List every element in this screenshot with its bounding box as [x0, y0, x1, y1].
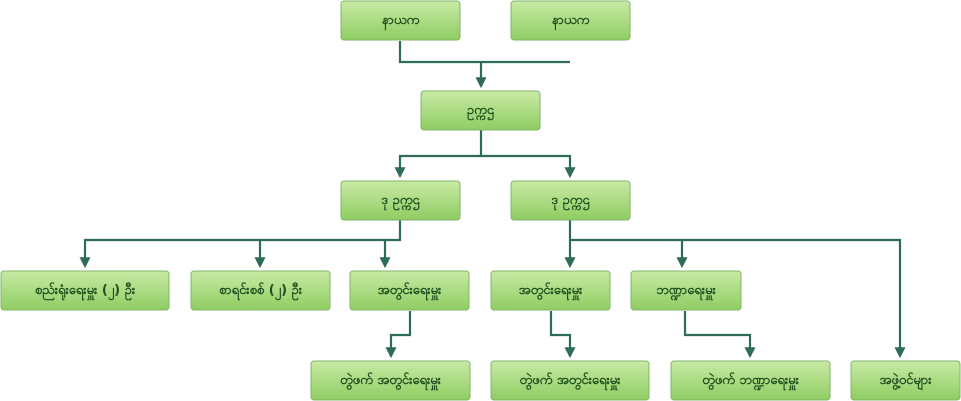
node-patron-1: နာယက — [340, 0, 461, 41]
node-label: ဒု ဥက္ကဌ — [551, 193, 590, 211]
connector-vice-right-bus — [568, 220, 906, 359]
node-label: အဖွဲ့ဝင်များ — [880, 371, 933, 391]
node-joint-treasurer: တွဲဖက် ဘဏ္ဍာရေးမှူး — [670, 360, 831, 401]
node-organizers: စည်းရုံးရေးမှူး (၂) ဦး — [0, 270, 170, 311]
node-label: တွဲဖက် အတွင်းရေးမှူး — [520, 371, 622, 391]
node-label: တွဲဖက် အတွင်းရေးမှူး — [340, 371, 442, 391]
node-label: တွဲဖက် ဘဏ္ဍာရေးမှူး — [702, 371, 800, 391]
connector-treasurer-to-joint — [683, 311, 756, 359]
connectors — [79, 41, 906, 359]
node-secretary-2: အတွင်းရေးမှူး — [490, 270, 611, 311]
node-label: အတွင်းရေးမှူး — [519, 281, 583, 301]
node-label: ဘဏ္ဍာရေးမှူး — [656, 283, 716, 301]
connector-chairman-to-vice-right — [481, 154, 576, 179]
node-label: စည်းရုံးရေးမှူး (၂) ဦး — [35, 281, 136, 301]
node-vice-chairman-2: ဒု ဥက္ကဌ — [510, 180, 631, 221]
node-label: နာယက — [552, 13, 590, 31]
node-vice-chairman-1: ဒု ဥက္ကဌ — [340, 180, 461, 221]
connector-patrons-to-chairman — [398, 41, 570, 64]
node-joint-secretary-1: တွဲဖက် အတွင်းရေးမှူး — [310, 360, 471, 401]
node-joint-secretary-2: တွဲဖက် အတွင်းရေးမှူး — [490, 360, 650, 401]
connector-vice-left-bus — [79, 220, 402, 269]
node-patron-2: နာယက — [510, 0, 631, 41]
node-label: နာယက — [382, 13, 420, 31]
node-auditors: စာရင်းစစ် (၂) ဦး — [190, 270, 331, 311]
node-label: ဒု ဥက္ကဌ — [381, 193, 420, 211]
node-treasurer: ဘဏ္ဍာရေးမှူး — [630, 270, 742, 311]
connector-chairman-to-vice-left — [394, 130, 483, 179]
node-label: ဥက္ကဌ — [467, 103, 495, 121]
connector-secretary-2-to-joint — [549, 311, 576, 359]
node-members: အဖွဲ့ဝင်များ — [850, 360, 961, 401]
node-secretary-1: အတွင်းရေးမှူး — [349, 270, 470, 311]
node-chairman: ဥက္ကဌ — [420, 90, 541, 131]
connector-secretary-1-to-joint — [385, 311, 412, 359]
node-label: အတွင်းရေးမှူး — [378, 281, 442, 301]
node-label: စာရင်းစစ် (၂) ဦး — [219, 281, 303, 301]
